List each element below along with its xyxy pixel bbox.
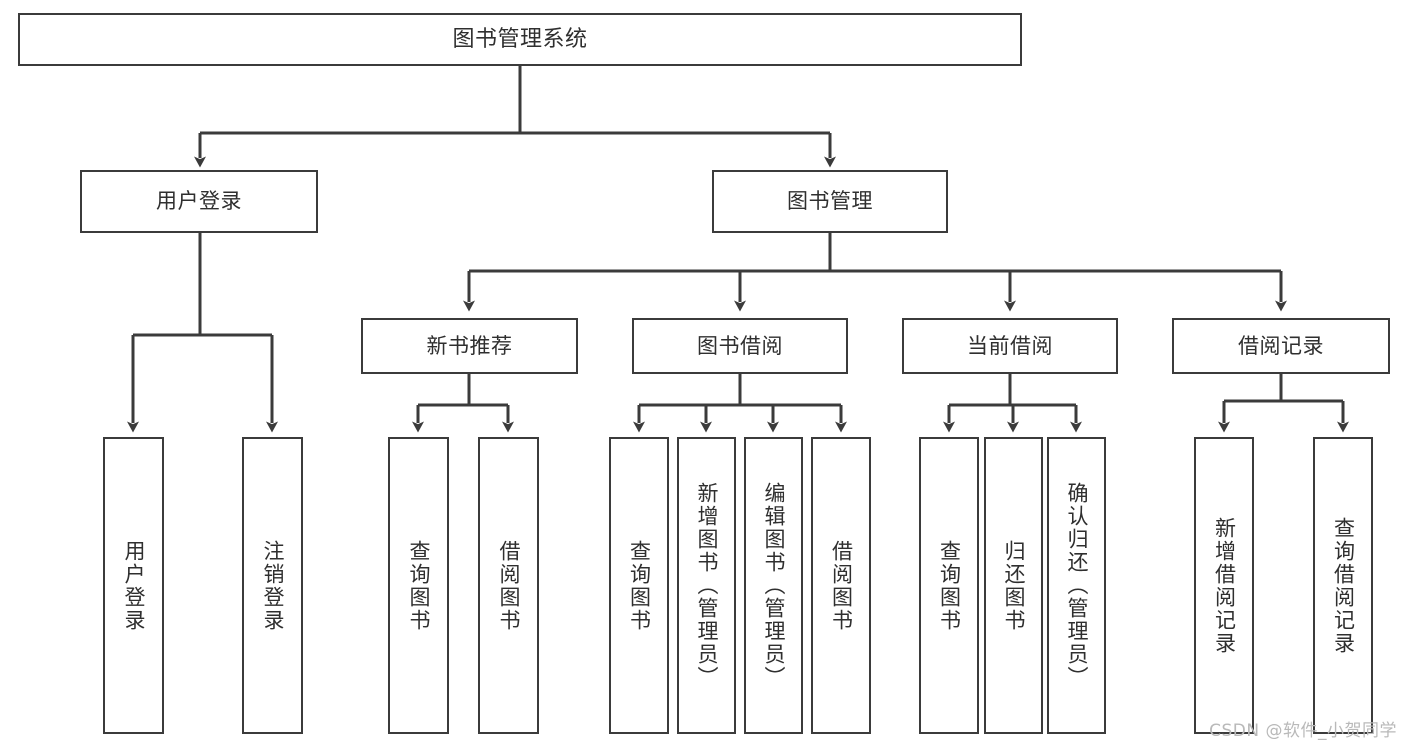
- node-leaf-logout-login-label: 注销登录: [261, 539, 285, 632]
- node-book-manage-label: 图书管理: [787, 189, 873, 214]
- node-leaf-return-book[interactable]: 归还图书: [984, 437, 1043, 734]
- node-book-borrow[interactable]: 图书借阅: [632, 318, 848, 374]
- node-borrow-record[interactable]: 借阅记录: [1172, 318, 1390, 374]
- node-borrow-record-label: 借阅记录: [1238, 333, 1324, 358]
- node-leaf-confirm-return[interactable]: 确认归还（管理员）: [1047, 437, 1106, 734]
- node-leaf-user-login-label: 用户登录: [122, 539, 146, 632]
- node-leaf-edit-book[interactable]: 编辑图书（管理员）: [744, 437, 803, 734]
- node-leaf-query-book-3-label: 查询图书: [937, 539, 962, 632]
- node-leaf-logout-login[interactable]: 注销登录: [242, 437, 303, 734]
- node-new-book-recommend[interactable]: 新书推荐: [361, 318, 578, 374]
- node-leaf-edit-book-label: 编辑图书（管理员）: [762, 482, 786, 689]
- node-book-borrow-label: 图书借阅: [697, 333, 783, 358]
- node-leaf-query-record-label: 查询借阅记录: [1331, 516, 1356, 655]
- node-leaf-query-book-1[interactable]: 查询图书: [388, 437, 449, 734]
- node-leaf-query-book-2[interactable]: 查询图书: [609, 437, 669, 734]
- node-leaf-add-book-label: 新增图书（管理员）: [695, 482, 719, 689]
- node-user-login[interactable]: 用户登录: [80, 170, 318, 233]
- node-new-book-recommend-label: 新书推荐: [426, 333, 513, 358]
- node-leaf-return-book-label: 归还图书: [1002, 539, 1026, 632]
- node-leaf-query-book-2-label: 查询图书: [627, 539, 652, 632]
- node-book-manage[interactable]: 图书管理: [712, 170, 948, 233]
- csdn-watermark: CSDN @软件_小贺同学: [1209, 721, 1397, 741]
- node-leaf-borrow-book-1-label: 借阅图书: [497, 539, 521, 632]
- node-leaf-confirm-return-label: 确认归还（管理员）: [1065, 482, 1089, 689]
- node-current-borrow[interactable]: 当前借阅: [902, 318, 1118, 374]
- node-leaf-query-book-1-label: 查询图书: [407, 539, 431, 632]
- node-leaf-query-book-3[interactable]: 查询图书: [919, 437, 979, 734]
- node-root[interactable]: 图书管理系统: [18, 13, 1022, 66]
- node-leaf-borrow-book-1[interactable]: 借阅图书: [478, 437, 539, 734]
- node-root-label: 图书管理系统: [452, 26, 588, 52]
- node-leaf-query-record[interactable]: 查询借阅记录: [1313, 437, 1373, 734]
- node-leaf-borrow-book-2-label: 借阅图书: [829, 539, 854, 632]
- node-leaf-borrow-book-2[interactable]: 借阅图书: [811, 437, 871, 734]
- node-user-login-label: 用户登录: [156, 189, 242, 214]
- node-leaf-add-record-label: 新增借阅记录: [1212, 516, 1237, 655]
- node-current-borrow-label: 当前借阅: [967, 333, 1053, 358]
- node-leaf-user-login[interactable]: 用户登录: [103, 437, 164, 734]
- node-leaf-add-book[interactable]: 新增图书（管理员）: [677, 437, 736, 734]
- node-leaf-add-record[interactable]: 新增借阅记录: [1194, 437, 1254, 734]
